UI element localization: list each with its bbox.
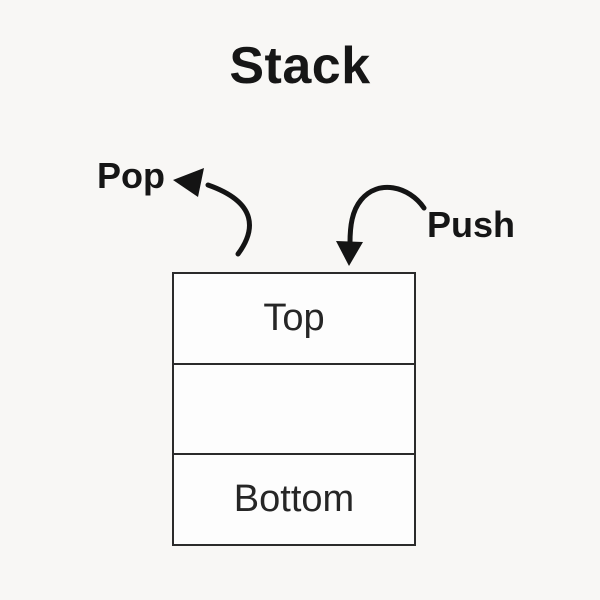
push-label: Push	[427, 204, 516, 245]
stack-row-label: Bottom	[233, 478, 355, 521]
stack-row-middle	[174, 362, 414, 454]
stack-row-label: Top	[263, 296, 325, 339]
push-arrow-icon	[336, 184, 427, 266]
pop-label: Pop	[97, 155, 165, 196]
stack-box: Top Bottom	[172, 272, 416, 546]
diagram-title: Stack	[229, 37, 371, 95]
pop-arrow-icon	[173, 168, 252, 257]
stack-row-top: Top	[174, 274, 414, 363]
stack-row-bottom: Bottom	[174, 453, 414, 544]
